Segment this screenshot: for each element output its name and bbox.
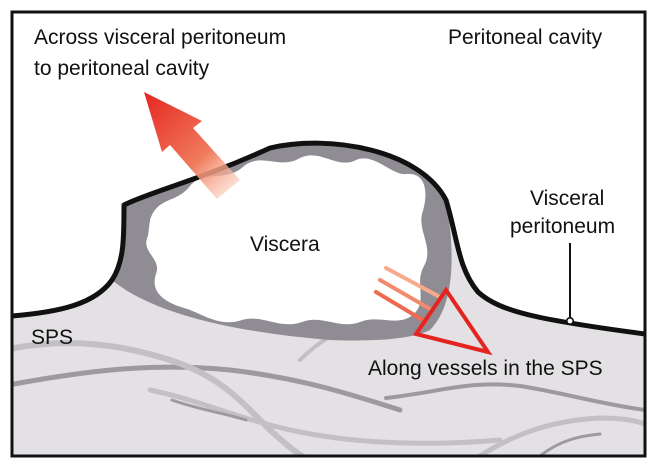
label-along-vessels: Along vessels in the SPS: [368, 356, 603, 382]
label-visceral-line2: peritoneum: [510, 214, 615, 240]
label-peritoneal-cavity: Peritoneal cavity: [448, 25, 602, 51]
label-sps: SPS: [31, 325, 73, 351]
label-viscera: Viscera: [250, 232, 320, 258]
label-across-line2: to peritoneal cavity: [34, 56, 209, 82]
label-across-line1: Across visceral peritoneum: [34, 25, 286, 51]
visceral-peritoneum-dot: [567, 318, 573, 324]
label-visceral-line1: Visceral: [530, 186, 604, 212]
